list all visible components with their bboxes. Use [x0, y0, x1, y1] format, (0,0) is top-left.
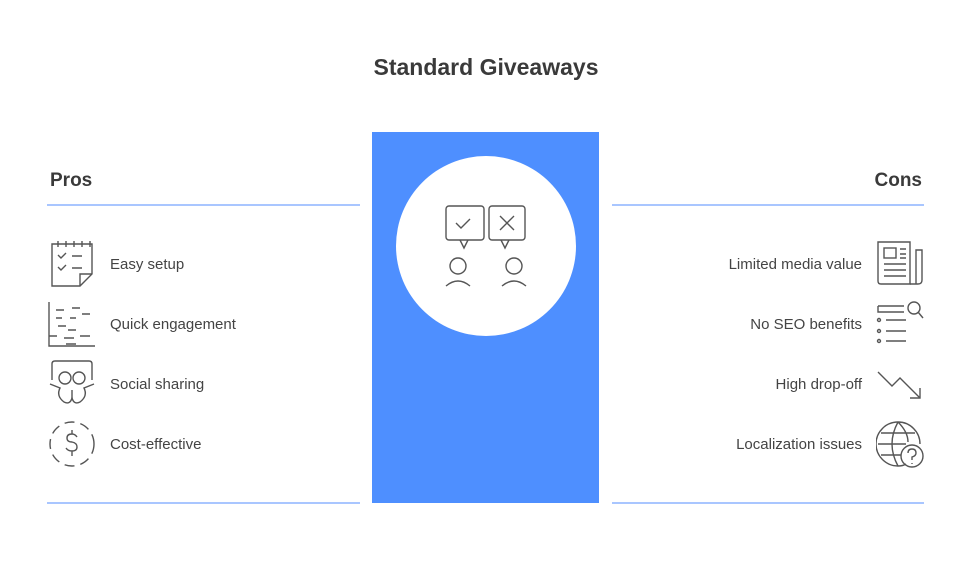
cons-top-divider	[612, 204, 924, 206]
pro-item-label: Cost-effective	[110, 436, 202, 453]
search-list-icon	[876, 300, 924, 348]
con-item-label: High drop-off	[775, 376, 862, 393]
pro-item-label: Quick engagement	[110, 316, 236, 333]
pro-item-label: Easy setup	[110, 256, 185, 273]
pro-item-label: Social sharing	[110, 376, 205, 393]
pros-bottom-divider	[47, 502, 360, 504]
dollar-circle-icon	[48, 420, 96, 468]
con-item-label: No SEO benefits	[750, 316, 862, 333]
pros-heading: Pros	[50, 170, 93, 191]
dashed-chart-icon	[48, 300, 96, 348]
center-circle	[396, 156, 576, 336]
cons-heading: Cons	[874, 170, 923, 191]
globe-question-icon	[875, 420, 924, 468]
cons-bottom-divider	[612, 502, 924, 504]
con-item-label: Limited media value	[728, 256, 862, 273]
diagram-title: Standard Giveaways	[373, 54, 599, 80]
glasses-face-icon	[48, 360, 96, 408]
pros-top-divider	[47, 204, 360, 206]
trend-down-icon	[876, 360, 924, 408]
people-opinion-icon	[445, 205, 527, 287]
con-item-label: Localization issues	[736, 436, 862, 453]
newspaper-icon	[876, 240, 924, 288]
checklist-calendar-icon	[48, 240, 96, 288]
